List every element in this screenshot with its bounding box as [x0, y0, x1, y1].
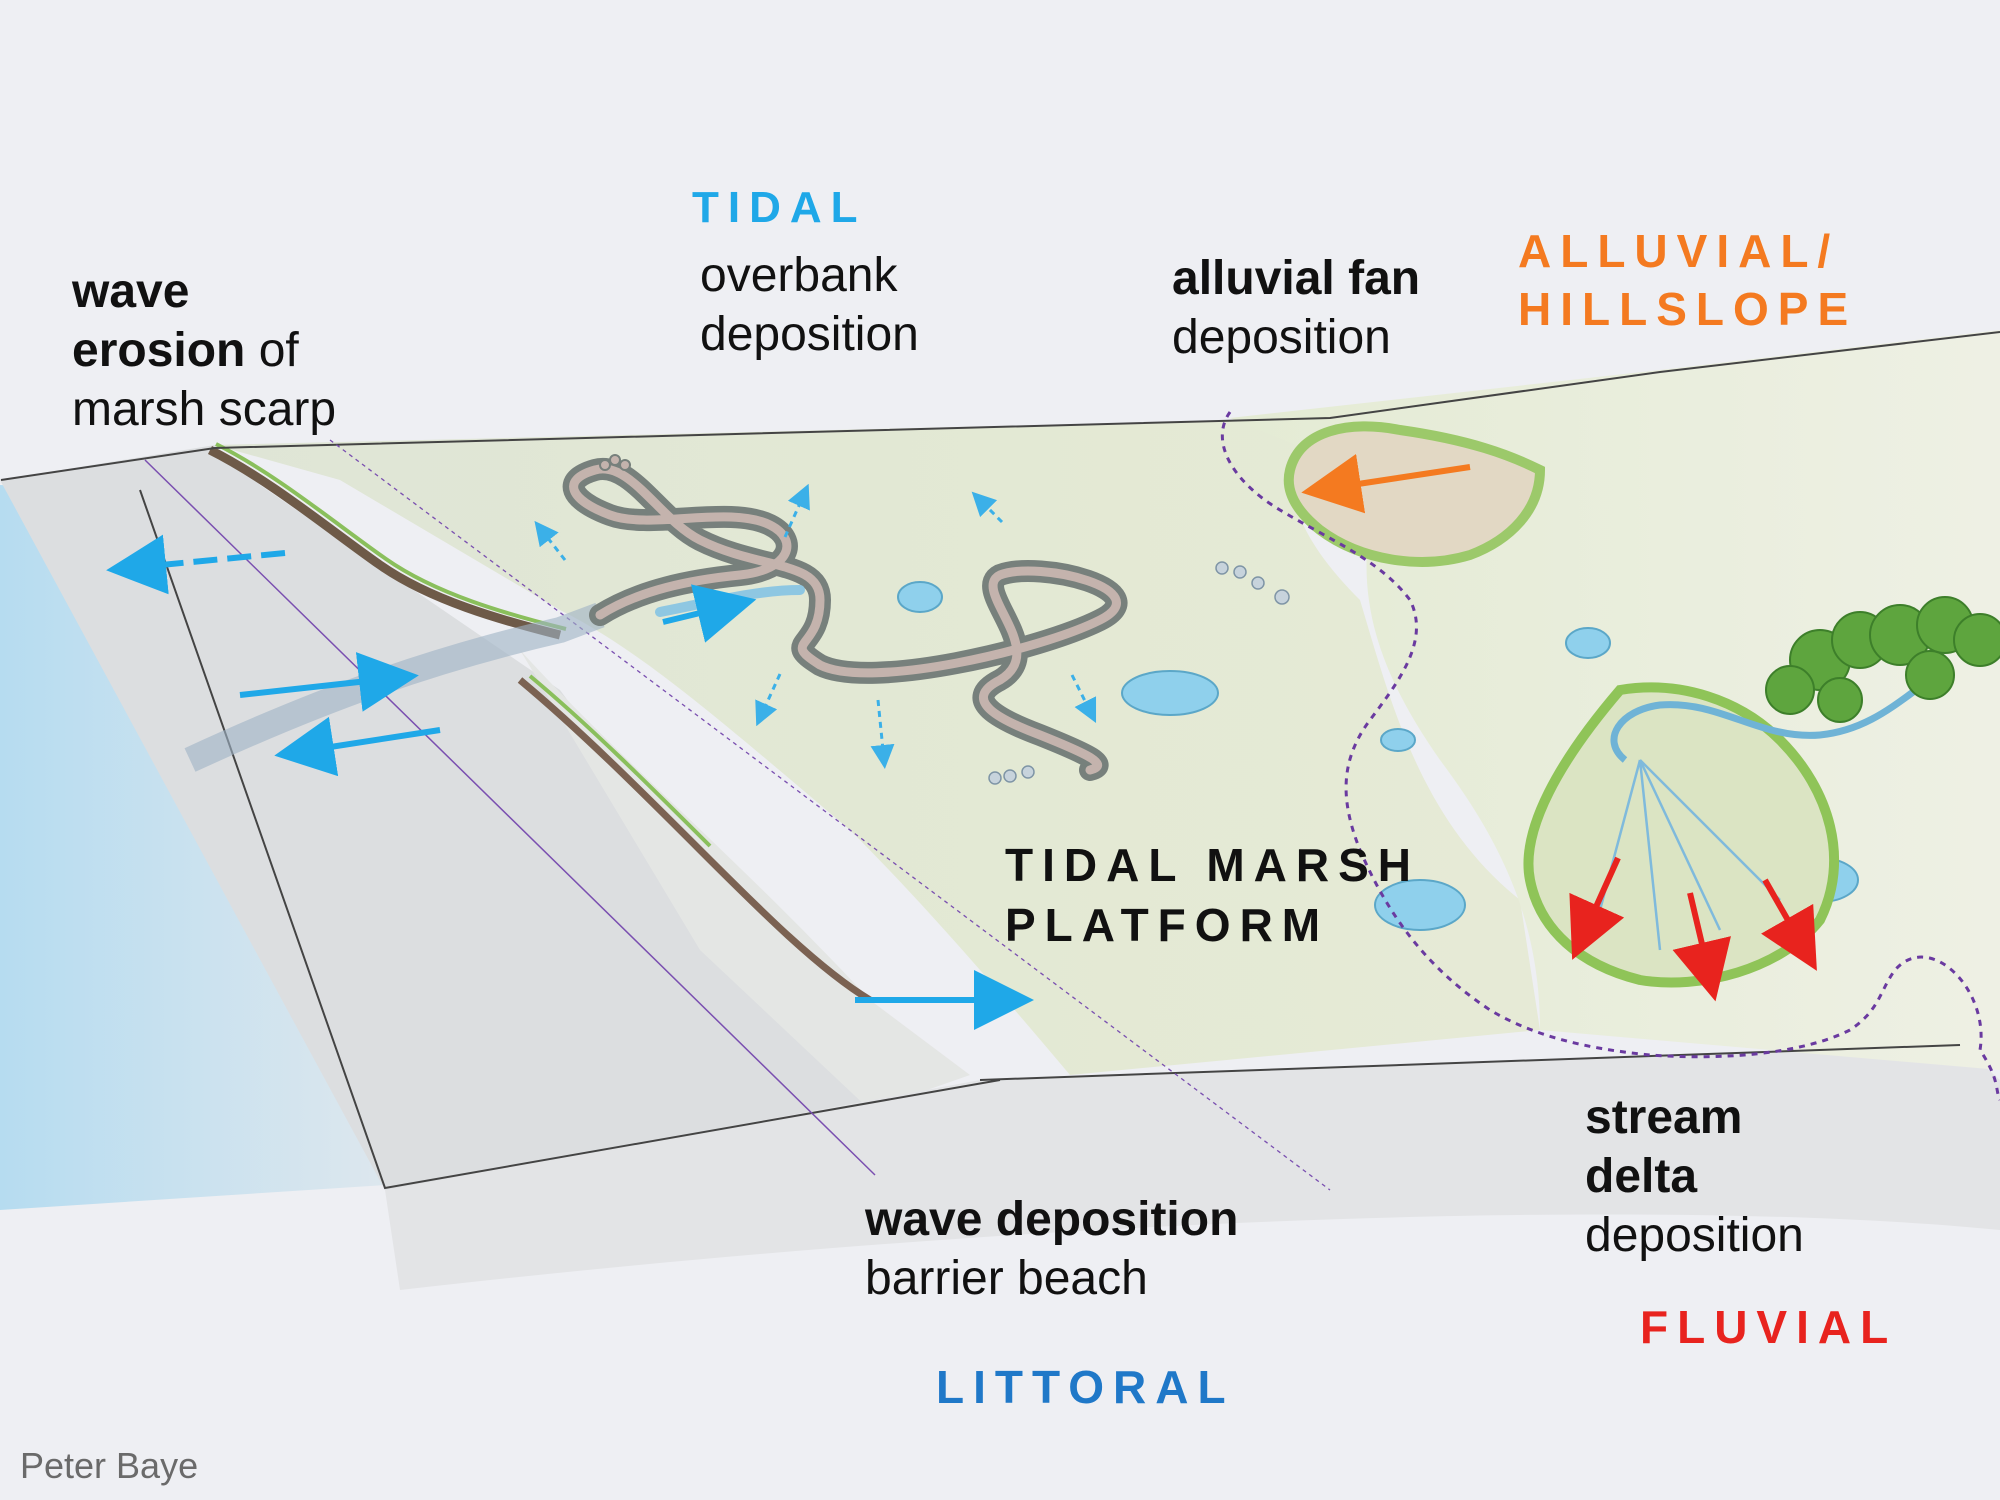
- wave-erosion-label: wave erosion of marsh scarp: [72, 265, 337, 436]
- tidal-flood-arrow: [239, 652, 419, 712]
- pond: [1121, 670, 1219, 716]
- wave-deposition-label: wave deposition barrier beach: [865, 1193, 1239, 1305]
- fluvial-arrow: [1569, 856, 1625, 960]
- fluvial-arrow: [1761, 878, 1817, 971]
- pond: [1380, 728, 1416, 752]
- foreground-slope: [385, 1045, 2000, 1290]
- stream-delta-label: stream delta deposition: [1585, 1091, 1804, 1262]
- pond: [1565, 627, 1611, 659]
- overbank-arrow: [534, 520, 567, 561]
- alluvial-arrow: [1301, 453, 1471, 514]
- overbank-arrow: [1070, 674, 1097, 724]
- alluvial-fan-label: alluvial fan deposition: [1172, 252, 1421, 364]
- alluvial-hillslope-region-title: ALLUVIAL/ HILLSLOPE: [1518, 225, 1858, 335]
- fluvial-region-title: FLUVIAL: [1640, 1301, 1898, 1353]
- overbank-arrow: [971, 491, 1004, 524]
- wave-erosion-arrow: [106, 534, 286, 595]
- pond: [1374, 879, 1466, 931]
- stream: [1610, 677, 1932, 763]
- watershed-boundary: [1220, 411, 2000, 1101]
- tidal-marsh-platform-label: TIDAL MARSH PLATFORM: [1005, 839, 1421, 951]
- littoral-region-title: LITTORAL: [936, 1361, 1235, 1413]
- tidal-region-title: TIDAL: [692, 183, 867, 232]
- channel-flow-arrow: [662, 584, 757, 643]
- marsh-scarp: [207, 445, 562, 640]
- pond: [897, 581, 943, 613]
- tidal-overbank-label: overbank deposition: [700, 249, 919, 361]
- marsh-scarp-lower: [517, 677, 872, 1004]
- fluvial-arrow: [1672, 892, 1731, 1002]
- mudflat: [0, 445, 870, 1190]
- riparian-trees: [1765, 596, 2000, 723]
- overbank-arrow: [755, 673, 782, 727]
- bay-water: [0, 485, 385, 1210]
- overbank-arrow: [783, 483, 810, 538]
- artist-credit: Peter Baye: [20, 1445, 199, 1486]
- tidal-ebb-arrow: [274, 716, 441, 777]
